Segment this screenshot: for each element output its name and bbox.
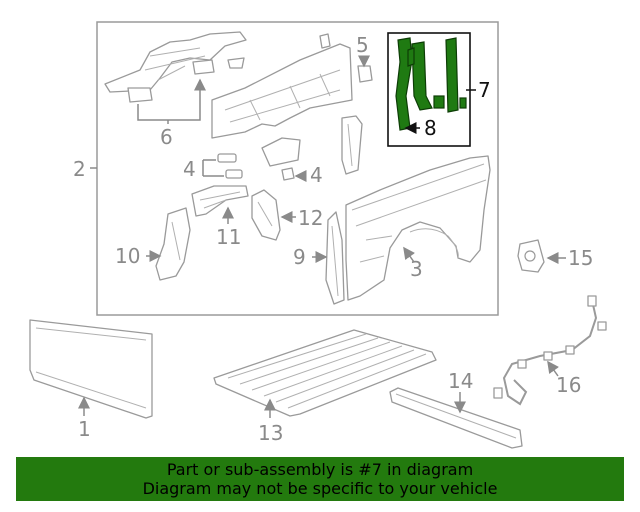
callout-15[interactable]: 15 [568,246,593,270]
part-inner-side-panel[interactable] [211,43,353,139]
part-13-box-floor[interactable] [213,329,437,417]
part-3-box-side-outer[interactable] [345,155,491,301]
part-pillar-bracket[interactable] [341,115,363,175]
part-9-pillar[interactable] [325,211,345,305]
part-11-wheelhouse-liner[interactable] [191,185,249,217]
part-6-wheelhouse-bracket[interactable] [104,31,247,103]
banner-line-1: Part or sub-assembly is #7 in diagram [166,460,474,479]
callout-13[interactable]: 13 [258,421,283,445]
callout-4-right[interactable]: 4 [310,163,323,187]
callout-9[interactable]: 9 [293,245,306,269]
part-1-front-panel[interactable] [29,319,153,419]
callout-11[interactable]: 11 [216,225,241,249]
part-7-stake-pocket-assembly[interactable] [395,37,467,131]
part-4-bracket[interactable] [217,137,301,181]
callout-1[interactable]: 1 [78,417,91,441]
part-5-clip[interactable] [319,33,373,83]
callout-4-left[interactable]: 4 [183,157,196,181]
callout-16[interactable]: 16 [556,373,581,397]
info-banner: Part or sub-assembly is #7 in diagram Di… [16,457,624,501]
part-14-rail[interactable] [389,387,523,449]
part-16-wiring-harness[interactable] [493,295,607,406]
callout-12[interactable]: 12 [298,206,323,230]
part-10-extension[interactable] [155,207,191,281]
callout-8[interactable]: 8 [424,116,437,140]
callout-6[interactable]: 6 [160,125,173,149]
callout-10[interactable]: 10 [115,244,140,268]
callout-7[interactable]: 7 [478,78,491,102]
callout-3[interactable]: 3 [410,257,423,281]
callout-2[interactable]: 2 [73,157,86,181]
part-15-lamp-housing[interactable] [517,239,545,273]
callout-14[interactable]: 14 [448,369,473,393]
part-12-bracket[interactable] [251,189,281,241]
callout-5[interactable]: 5 [356,33,369,57]
parts-diagram: 2 6 5 4 4 [29,21,607,449]
banner-line-2: Diagram may not be specific to your vehi… [142,479,498,498]
